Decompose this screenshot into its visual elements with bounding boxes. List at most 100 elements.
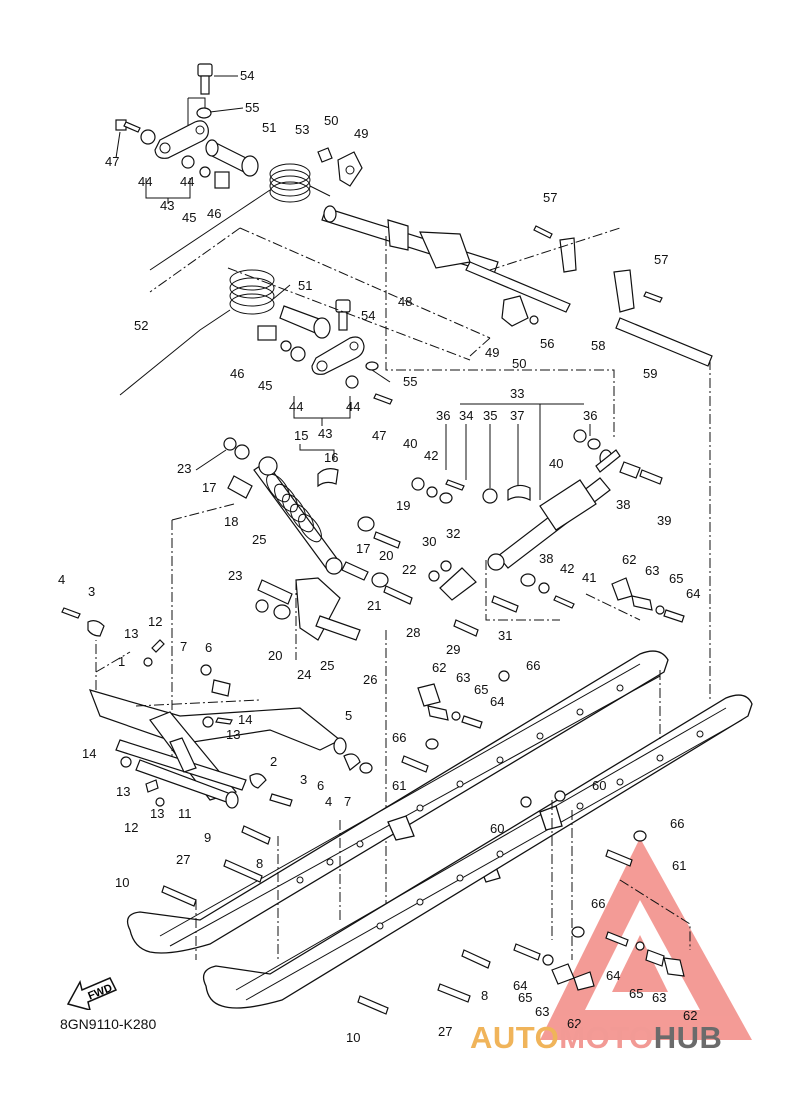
callout-25: 25 (252, 532, 266, 547)
callout-63: 63 (652, 990, 666, 1005)
callout-47: 47 (372, 428, 386, 443)
watermark-part-2: MOTO (559, 1020, 654, 1055)
callout-51: 51 (262, 120, 276, 135)
callout-21: 21 (367, 598, 381, 613)
callout-15: 15 (294, 428, 308, 443)
callout-63: 63 (456, 670, 470, 685)
callout-38: 38 (616, 497, 630, 512)
callout-25: 25 (320, 658, 334, 673)
watermark-triangle (540, 838, 752, 1040)
callout-60: 60 (490, 821, 504, 836)
callout-31: 31 (498, 628, 512, 643)
callout-17: 17 (202, 480, 216, 495)
callout-65: 65 (474, 682, 488, 697)
callout-14: 14 (82, 746, 96, 761)
callout-66: 66 (392, 730, 406, 745)
callout-66: 66 (526, 658, 540, 673)
callout-33: 33 (510, 386, 524, 401)
callout-59: 59 (643, 366, 657, 381)
callout-62: 62 (567, 1016, 581, 1031)
callout-58: 58 (591, 338, 605, 353)
callout-29: 29 (446, 642, 460, 657)
callout-49: 49 (354, 126, 368, 141)
callout-42: 42 (560, 561, 574, 576)
callout-8: 8 (481, 988, 488, 1003)
callout-50: 50 (512, 356, 526, 371)
callout-39: 39 (657, 513, 671, 528)
callout-66: 66 (670, 816, 684, 831)
watermark-part-3: HUB (653, 1020, 723, 1055)
callout-35: 35 (483, 408, 497, 423)
callout-54: 54 (240, 68, 254, 83)
callout-20: 20 (379, 548, 393, 563)
callout-4: 4 (325, 794, 332, 809)
callout-36: 36 (583, 408, 597, 423)
watermark-logo: AUTOMOTOHUB (470, 1020, 722, 1056)
slide-rails (126, 360, 753, 1015)
callout-52: 52 (134, 318, 148, 333)
callout-26: 26 (363, 672, 377, 687)
watermark-part-1: AUTO (470, 1020, 560, 1055)
callout-36: 36 (436, 408, 450, 423)
callout-22: 22 (402, 562, 416, 577)
callout-20: 20 (268, 648, 282, 663)
forward-arrow-icon: FWD (66, 964, 126, 1012)
callout-38: 38 (539, 551, 553, 566)
callout-27: 27 (176, 852, 190, 867)
callout-3: 3 (88, 584, 95, 599)
callout-49: 49 (485, 345, 499, 360)
callout-11: 11 (178, 806, 192, 821)
callout-12: 12 (148, 614, 162, 629)
callout-62: 62 (432, 660, 446, 675)
upper-linkage-assembly (115, 63, 713, 440)
callout-43: 43 (160, 198, 174, 213)
callout-44: 44 (289, 399, 303, 414)
front-arm-assembly (61, 607, 373, 809)
callout-44: 44 (346, 399, 360, 414)
callout-5: 5 (345, 708, 352, 723)
callout-30: 30 (422, 534, 436, 549)
callout-64: 64 (606, 968, 620, 983)
callout-3: 3 (300, 772, 307, 787)
callout-66: 66 (591, 896, 605, 911)
callout-24: 24 (297, 667, 311, 682)
callout-13: 13 (116, 784, 130, 799)
callout-27: 27 (438, 1024, 452, 1039)
callout-62: 62 (683, 1008, 697, 1023)
callout-28: 28 (406, 625, 420, 640)
callout-6: 6 (317, 778, 324, 793)
callout-40: 40 (549, 456, 563, 471)
rail-holes-upper (296, 684, 624, 884)
fwd-label: FWD (86, 982, 114, 1003)
callout-23: 23 (228, 568, 242, 583)
callout-44: 44 (138, 174, 152, 189)
callout-6: 6 (205, 640, 212, 655)
callout-10: 10 (346, 1030, 360, 1045)
callout-64: 64 (490, 694, 504, 709)
diagram-code: 8GN9110-K280 (60, 1016, 157, 1032)
callout-7: 7 (344, 794, 351, 809)
callout-65: 65 (629, 986, 643, 1001)
callout-63: 63 (535, 1004, 549, 1019)
callout-4: 4 (58, 572, 65, 587)
callout-54: 54 (361, 308, 375, 323)
callout-10: 10 (115, 875, 129, 890)
callout-13: 13 (150, 806, 164, 821)
callout-2: 2 (270, 754, 277, 769)
callout-45: 45 (182, 210, 196, 225)
callout-64: 64 (686, 586, 700, 601)
callout-12: 12 (124, 820, 138, 835)
callout-53: 53 (295, 122, 309, 137)
callout-55: 55 (403, 374, 417, 389)
callout-57: 57 (654, 252, 668, 267)
callout-61: 61 (392, 778, 406, 793)
callout-65: 65 (669, 571, 683, 586)
callout-61: 61 (672, 858, 686, 873)
leader-lines (115, 75, 591, 500)
callout-46: 46 (230, 366, 244, 381)
callout-46: 46 (207, 206, 221, 221)
callout-63: 63 (645, 563, 659, 578)
callout-14: 14 (238, 712, 252, 727)
callout-65: 65 (518, 990, 532, 1005)
callout-8: 8 (256, 856, 263, 871)
